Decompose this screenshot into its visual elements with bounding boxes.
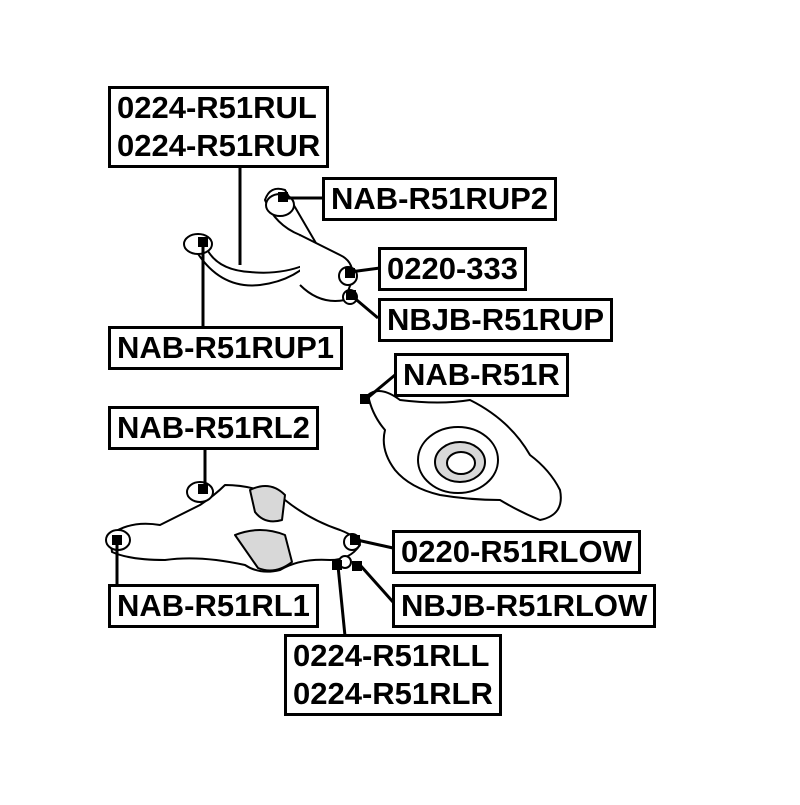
label-knuckle-bush: NAB-R51R [394, 353, 569, 397]
lower-control-arm [109, 484, 361, 573]
label-upper-arm: 0224-R51RUL 0224-R51RUR [108, 86, 330, 168]
label-upper-bush-1: NAB-R51RUP1 [108, 326, 344, 370]
leader-lower-bolt [356, 538, 394, 550]
label-lower-arm-left: 0224-R51RLL [293, 638, 490, 673]
leader-lower-ball-joint [358, 564, 395, 603]
label-upper-ball-joint: NBJB-R51RUP [378, 298, 614, 342]
label-lower-bolt: 0220-R51RLOW [392, 530, 641, 574]
label-upper-bolt: 0220-333 [378, 247, 528, 291]
label-upper-bush-2: NAB-R51RUP2 [322, 177, 558, 221]
label-lower-bush-2: NAB-R51RL2 [108, 406, 319, 450]
label-lower-arm: 0224-R51RLL 0224-R51RLR [284, 634, 502, 716]
leader-lower-arm [336, 565, 347, 637]
leader-upper-ball-joint [351, 294, 379, 320]
label-lower-ball-joint: NBJB-R51RLOW [392, 584, 657, 628]
label-upper-arm-right: 0224-R51RUR [117, 128, 321, 163]
label-lower-arm-right: 0224-R51RLR [293, 676, 493, 711]
label-lower-bush-1: NAB-R51RL1 [108, 584, 319, 628]
label-upper-arm-left: 0224-R51RUL [117, 90, 317, 125]
